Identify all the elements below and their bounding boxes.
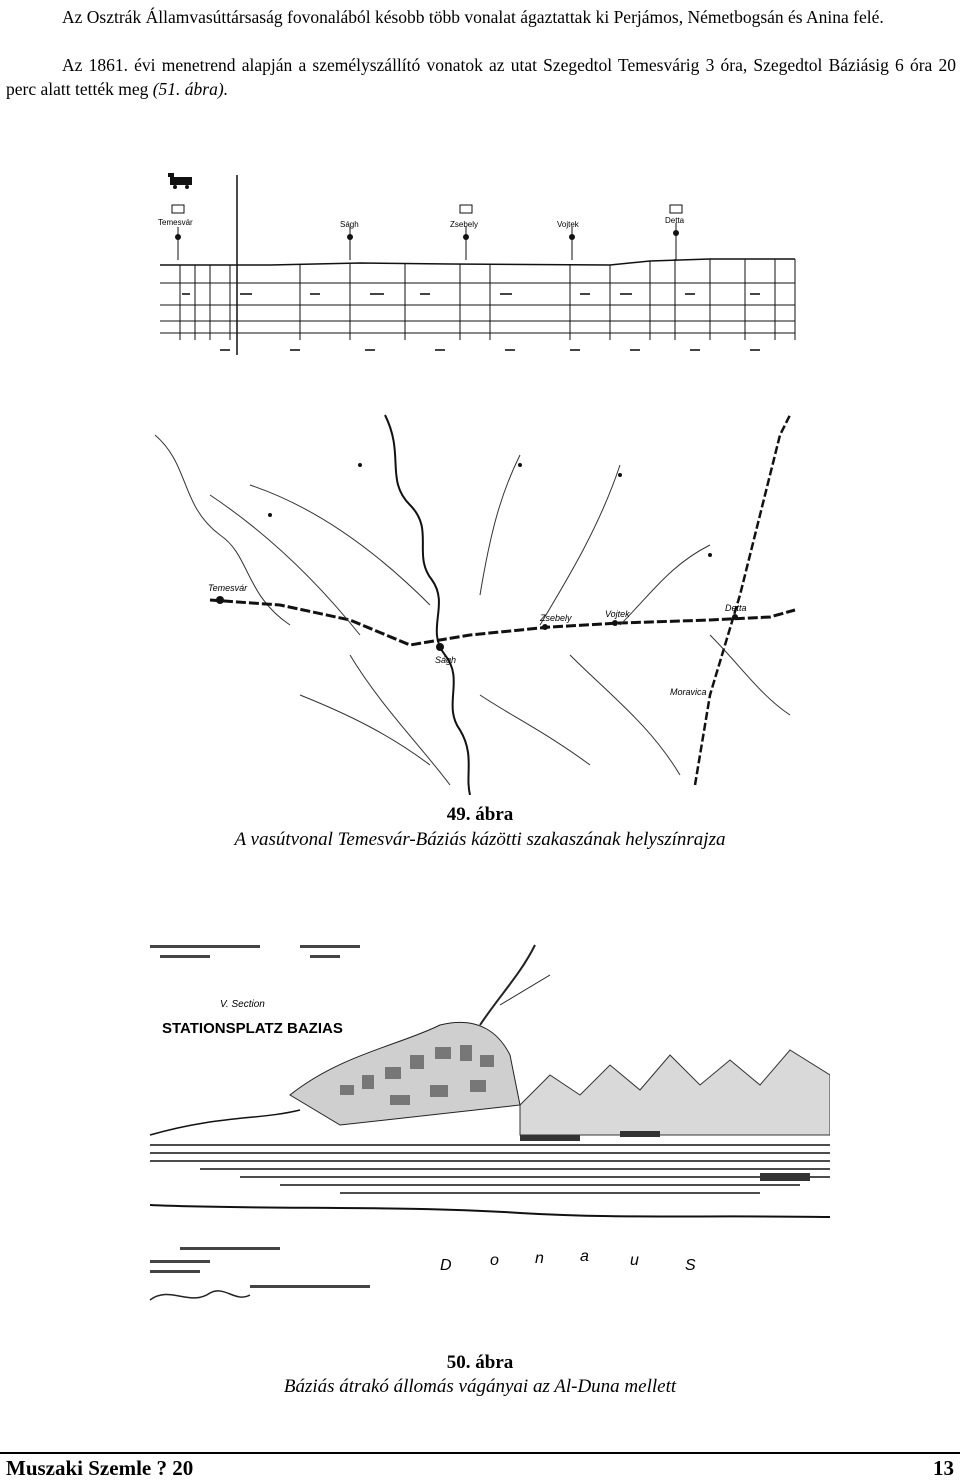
- figure-50-station-plan: V. Section STATIONSPLATZ BAZIAS: [140, 935, 831, 1315]
- railway-line: [209, 598, 796, 647]
- figure-49-profile: Temesvár Ságh Zsebely Vojtek Detta: [150, 165, 800, 355]
- profile-station-label: Vojtek: [557, 220, 580, 229]
- section-label: V. Section: [220, 999, 265, 1010]
- station-marker-2: [347, 227, 353, 260]
- river-letter: u: [630, 1252, 639, 1269]
- figure-49-number: 49. ábra: [446, 804, 514, 825]
- station-plan-drawing: V. Section STATIONSPLATZ BAZIAS: [149, 944, 831, 1301]
- figure-49-site-map: Temesvár Ságh Zsebely Vojtek Detta Morav…: [150, 395, 805, 796]
- paragraph-timetable: Az 1861. évi menetrend alapján a személy…: [6, 53, 956, 101]
- profile-station-label: Detta: [665, 216, 685, 225]
- profile-station-label: Ságh: [340, 220, 359, 229]
- river-letter: S: [685, 1257, 696, 1274]
- site-map-drawing: Temesvár Ságh Zsebely Vojtek Detta Morav…: [154, 414, 796, 796]
- figure-49-caption: A vasútvonal Temesvár-Báziás kázötti sza…: [234, 829, 726, 850]
- figure-reference: (51. ábra).: [152, 79, 229, 99]
- map-place-label: Ságh: [435, 655, 456, 665]
- figure-50-caption: Báziás átrakó állomás vágányai az Al-Dun…: [283, 1376, 677, 1397]
- paragraph-branch-lines: Az Osztrák Államvasúttársaság fovonalábó…: [62, 7, 884, 27]
- station-marker-4: [569, 227, 575, 260]
- river-letter: a: [580, 1248, 589, 1265]
- town-blocks: [289, 1021, 521, 1126]
- map-place-label: Detta: [725, 603, 747, 613]
- profile-drawing: Temesvár Ságh Zsebely Vojtek Detta: [158, 173, 796, 355]
- mountain-hatching: [519, 1049, 831, 1136]
- map-place-label: Vojtek: [605, 609, 630, 619]
- footer-page-number: 13: [933, 1456, 954, 1480]
- locomotive-icon: [168, 173, 192, 189]
- river-course: [384, 414, 471, 796]
- river-letter: n: [535, 1250, 544, 1267]
- map-place-label: Temesvár: [208, 583, 248, 593]
- river-letter: D: [440, 1257, 452, 1274]
- footer-journal-name: Muszaki Szemle ? 20: [6, 1456, 194, 1480]
- station-marker-3: [459, 204, 473, 260]
- paragraph-timetable-text: Az 1861. évi menetrend alapján a személy…: [6, 55, 956, 99]
- map-place-label: Zsebely: [539, 613, 572, 623]
- figure-50-number: 50. ábra: [446, 1352, 514, 1373]
- river-letter: o: [490, 1252, 499, 1269]
- station-marker-1: [171, 204, 185, 260]
- signature: [149, 1290, 251, 1301]
- station-plan-title: STATIONSPLATZ BAZIAS: [162, 1020, 343, 1037]
- map-place-label: Moravica: [670, 687, 707, 697]
- station-marker-5: [669, 204, 683, 260]
- profile-station-label: Zsebely: [450, 220, 478, 229]
- danube-bank: [149, 1204, 831, 1218]
- profile-station-label: Temesvár: [158, 218, 193, 227]
- footer-rule: [0, 1452, 960, 1454]
